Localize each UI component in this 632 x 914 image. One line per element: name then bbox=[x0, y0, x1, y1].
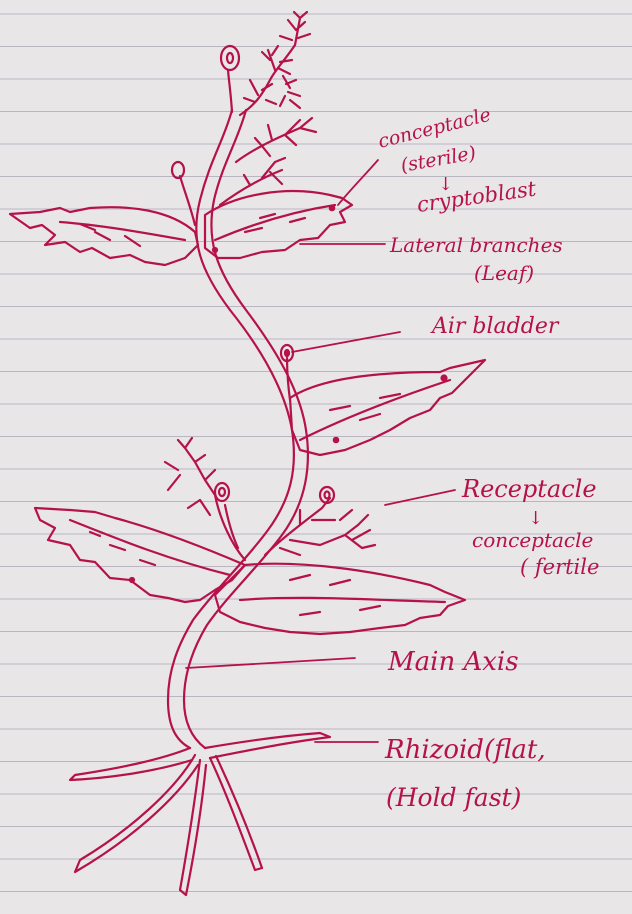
label-cryptoblast: cryptoblast bbox=[415, 176, 538, 217]
mid-left-twigs bbox=[165, 438, 245, 560]
label-receptacle-arrow: ↓ bbox=[528, 508, 543, 529]
label-hold-fast: (Hold fast) bbox=[386, 783, 521, 812]
leaf-lower-left bbox=[35, 508, 245, 602]
labels: conceptacle (sterile) ↓ cryptoblast Late… bbox=[376, 104, 600, 812]
mid-right-twigs bbox=[265, 487, 375, 555]
label-air-bladder: Air bladder bbox=[430, 314, 560, 339]
label-conceptacle-fertile-line2: ( fertile bbox=[520, 555, 599, 579]
pointer-main-axis bbox=[186, 658, 355, 668]
top-branch bbox=[221, 12, 310, 115]
label-rhizoid: Rhizoid(flat, bbox=[384, 735, 546, 765]
leaf-middle-right bbox=[281, 345, 485, 455]
label-conceptacle-fertile-line1: conceptacle bbox=[472, 528, 593, 552]
label-conceptacle-sterile-line1: conceptacle bbox=[376, 104, 493, 153]
pointer-receptacle bbox=[385, 490, 455, 505]
label-leaf: (Leaf) bbox=[474, 261, 534, 285]
rhizoid-holdfast bbox=[70, 733, 330, 895]
leaf-lower-right bbox=[215, 564, 465, 634]
pointer-conceptacle bbox=[338, 160, 378, 205]
label-conceptacle-sterile-line2: (sterile) bbox=[399, 142, 478, 177]
label-lateral-branches: Lateral branches bbox=[389, 233, 563, 257]
leaf-upper-left bbox=[10, 207, 198, 265]
label-main-axis: Main Axis bbox=[387, 647, 519, 677]
label-receptacle: Receptacle bbox=[461, 475, 597, 503]
upper-bladder bbox=[172, 162, 195, 225]
pointer-air-bladder bbox=[292, 332, 400, 352]
